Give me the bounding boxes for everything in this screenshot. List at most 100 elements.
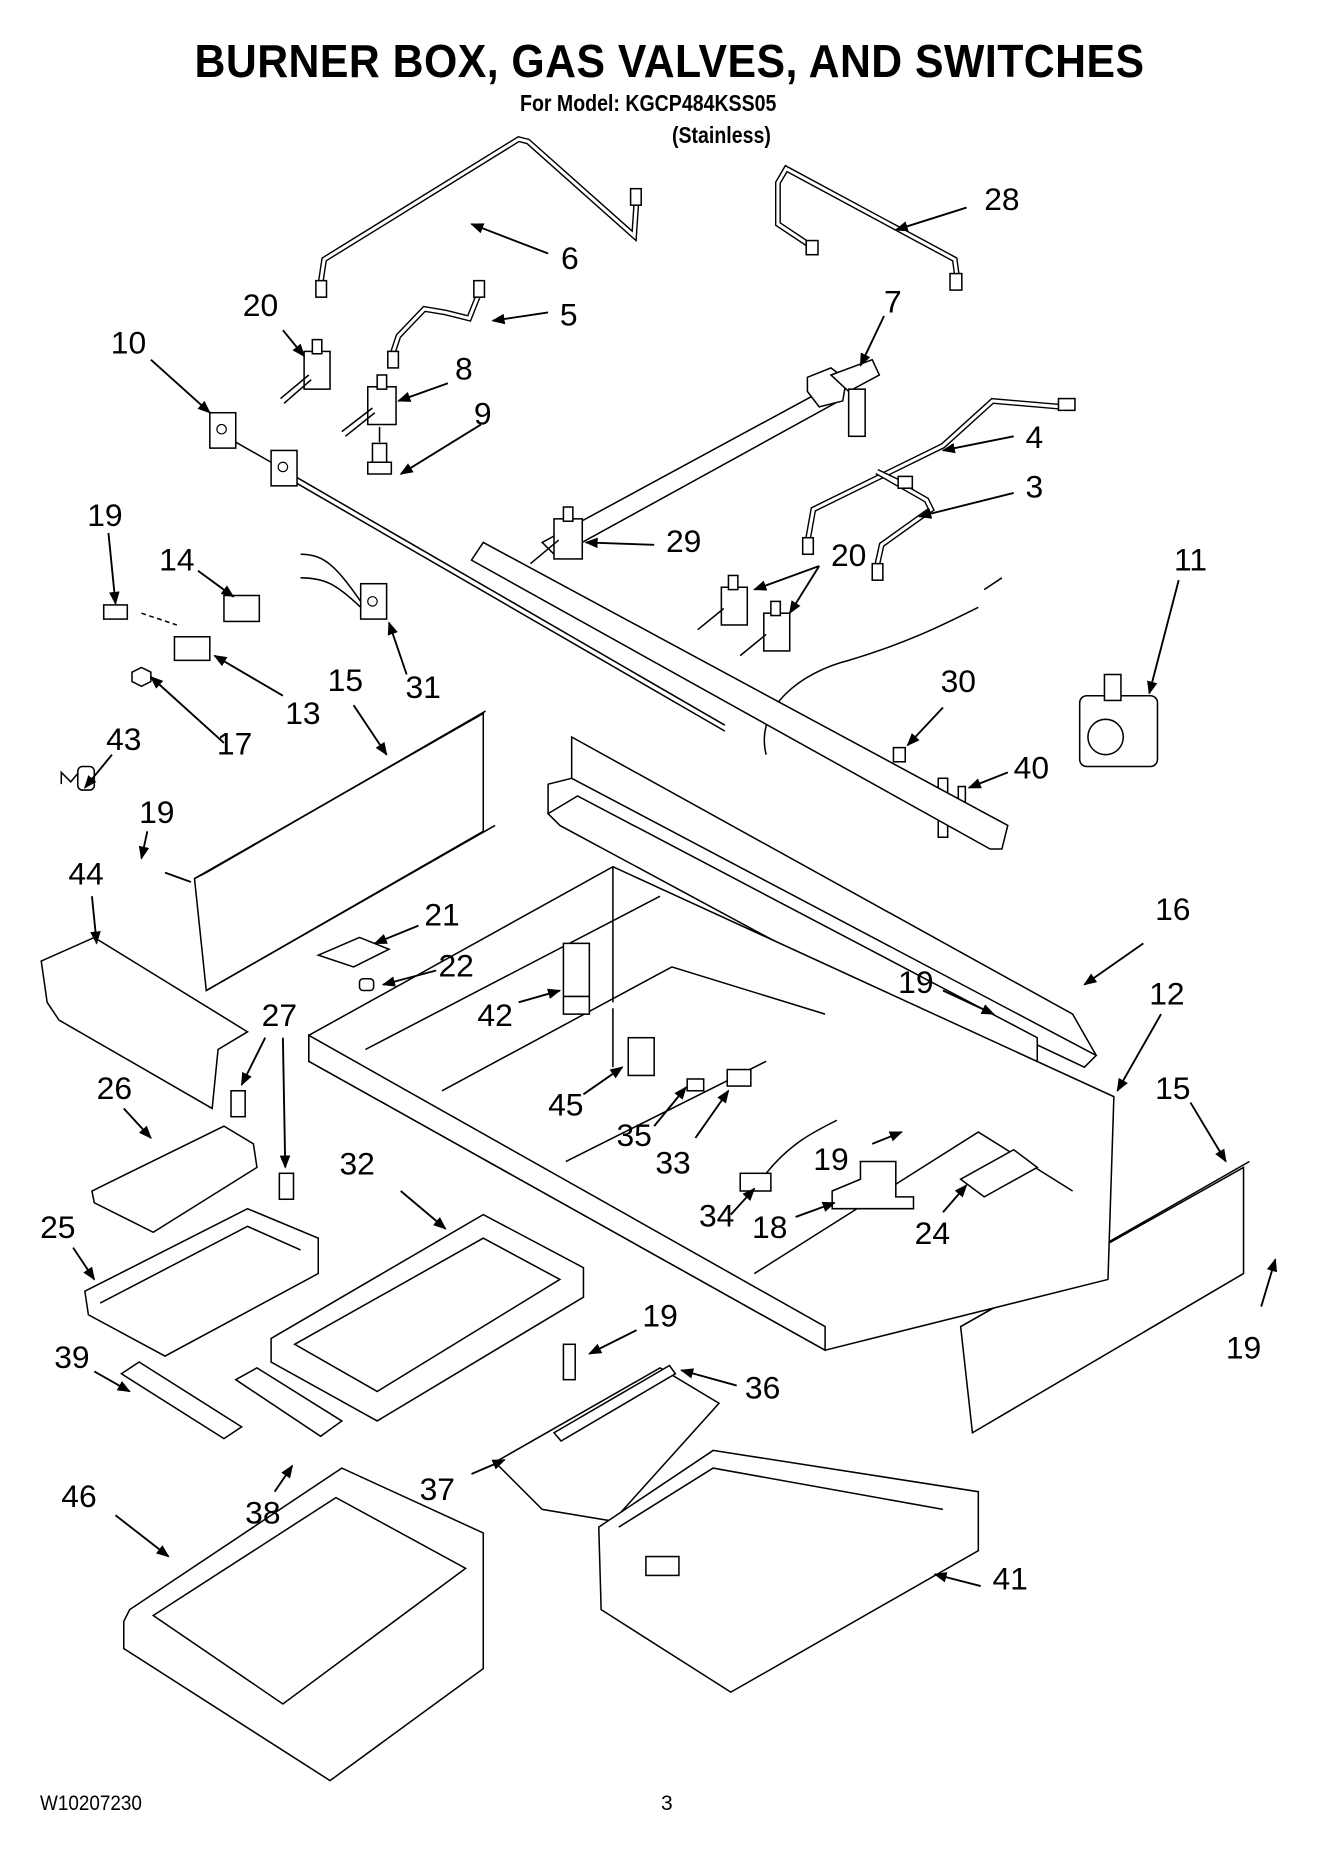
gas-tube-6 — [315, 135, 642, 298]
callout-36: 36 — [745, 1370, 780, 1406]
gas-valve-8 — [341, 374, 397, 437]
switch-33-35 — [686, 1068, 752, 1092]
griddle-46 — [122, 1467, 485, 1782]
igniter-45 — [612, 1008, 655, 1077]
burner-tube-36 — [552, 1343, 677, 1442]
callout-46: 46 — [61, 1478, 96, 1514]
bracket-21 — [316, 936, 391, 968]
model-variant: (Stainless) — [672, 122, 771, 148]
spring-43 — [60, 765, 96, 791]
callout-43: 43 — [106, 721, 141, 757]
callout-42: 42 — [477, 997, 512, 1033]
gas-valve-20-right-b — [739, 600, 791, 657]
callout-34: 34 — [699, 1197, 734, 1233]
screw-27-a — [230, 1090, 246, 1118]
callout-3: 3 — [1025, 469, 1043, 505]
callout-45: 45 — [548, 1087, 583, 1123]
page-number: 3 — [661, 1792, 673, 1815]
gas-tube-5 — [387, 279, 486, 369]
callout-9: 9 — [474, 396, 492, 432]
spark-module-13-14 — [141, 594, 261, 662]
gas-tube-3 — [871, 469, 935, 581]
callout-6: 6 — [561, 240, 579, 276]
callout-18: 18 — [752, 1209, 787, 1245]
clip-39 — [119, 1361, 244, 1440]
callout-15: 15 — [328, 662, 363, 698]
orifice-30 — [892, 746, 907, 763]
gas-tube-28 — [774, 164, 963, 291]
gas-valve-20-top — [280, 338, 331, 404]
leader-lines — [72, 206, 1277, 1587]
callout-19: 19 — [898, 964, 933, 1000]
callout-33: 33 — [655, 1144, 690, 1180]
callout-20: 20 — [243, 287, 278, 323]
burner-plate-37 — [493, 1366, 721, 1523]
callout-25: 25 — [40, 1209, 75, 1245]
callout-17: 17 — [217, 726, 252, 762]
callout-30: 30 — [941, 663, 976, 699]
shield-44 — [40, 936, 250, 1110]
drip-pan-32 — [270, 1213, 585, 1422]
nut-17 — [131, 666, 152, 688]
callout-16: 16 — [1155, 891, 1190, 927]
callout-14: 14 — [159, 542, 194, 578]
callout-35: 35 — [616, 1117, 651, 1153]
callout-31: 31 — [405, 669, 440, 705]
callout-27: 27 — [262, 997, 297, 1033]
callout-40: 40 — [1014, 749, 1049, 785]
callout-7: 7 — [884, 283, 902, 319]
callout-19: 19 — [813, 1141, 848, 1177]
handle-38 — [234, 1366, 344, 1438]
callout-4: 4 — [1025, 419, 1043, 455]
callout-12: 12 — [1149, 976, 1184, 1012]
callout-15: 15 — [1155, 1070, 1190, 1106]
callout-39: 39 — [54, 1339, 89, 1375]
callout-19: 19 — [87, 497, 122, 533]
callout-21: 21 — [424, 897, 459, 933]
callout-11: 11 — [1174, 542, 1207, 578]
tray-26 — [91, 1125, 258, 1234]
electrode-42 — [562, 942, 591, 1015]
harness-34 — [739, 1119, 838, 1192]
switch-31 — [300, 553, 388, 620]
screw-27-b — [278, 1172, 295, 1201]
drawer-41 — [598, 1449, 980, 1694]
igniter-switch-10 — [209, 411, 726, 732]
callout-8: 8 — [455, 351, 473, 387]
callout-37: 37 — [420, 1471, 455, 1507]
document-number: W10207230 — [40, 1792, 142, 1815]
grommet-22 — [358, 977, 375, 992]
callout-41: 41 — [992, 1561, 1027, 1597]
callout-19: 19 — [139, 794, 174, 830]
callout-13: 13 — [285, 695, 320, 731]
callout-10: 10 — [111, 325, 146, 361]
side-panel-15-left — [193, 710, 496, 992]
callout-22: 22 — [438, 947, 473, 983]
gas-valve-29 — [529, 506, 584, 565]
manifold-pipe-7 — [540, 358, 881, 558]
shield-24 — [959, 1148, 1039, 1198]
callout-44: 44 — [68, 855, 103, 891]
callout-29: 29 — [666, 523, 701, 559]
grease-basket-25 — [84, 1207, 320, 1357]
burner-tube-29-rail — [470, 541, 1009, 850]
burner-box-12 — [308, 865, 1115, 1352]
screw-19-left — [102, 604, 129, 620]
callout-32: 32 — [339, 1145, 374, 1181]
callout-24: 24 — [915, 1215, 950, 1251]
gas-valve-20-right-a — [697, 574, 749, 631]
callout-labels: 28 6 20 5 7 10 8 9 4 3 19 14 29 20 11 13… — [40, 181, 1261, 1597]
valve-screw-9 — [366, 426, 393, 475]
callout-26: 26 — [97, 1070, 132, 1106]
callout-19: 19 — [642, 1298, 677, 1334]
model-number: For Model: KGCP484KSS05 — [520, 90, 777, 116]
callout-5: 5 — [560, 296, 578, 332]
callout-20: 20 — [831, 537, 866, 573]
page-title: BURNER BOX, GAS VALVES, AND SWITCHES — [194, 35, 1145, 87]
callout-28: 28 — [984, 181, 1019, 217]
callout-19: 19 — [1226, 1329, 1261, 1365]
bracket-18 — [831, 1160, 915, 1210]
pressure-regulator-11 — [1078, 673, 1159, 768]
callout-38: 38 — [245, 1495, 280, 1531]
